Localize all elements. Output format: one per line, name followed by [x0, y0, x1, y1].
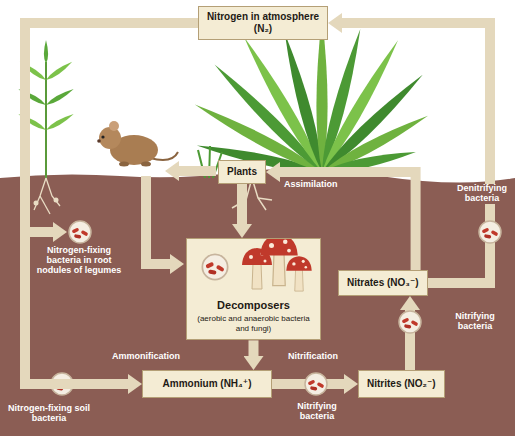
bacteria-icon	[399, 311, 421, 333]
mouse	[97, 121, 178, 167]
cycle-arrow	[237, 184, 247, 225]
process-label: Assimilation	[284, 180, 338, 190]
node-label: Decomposers	[193, 299, 314, 312]
process-label: Ammonification	[112, 352, 180, 362]
cycle-arrow	[25, 23, 198, 384]
cycle-arrow	[249, 340, 259, 357]
fern-plant	[192, 16, 430, 177]
process-label: Denitrifying bacteria	[452, 184, 512, 204]
node-subtext: (aerobic and anaerobic bacteria and fung…	[193, 314, 314, 333]
process-label: Nitrifying bacteria	[290, 402, 344, 422]
feeding-arrow	[178, 166, 216, 176]
waste-arrow	[146, 176, 171, 264]
node-label: Nitrites (NO₂⁻)	[367, 378, 436, 390]
process-box: Ammonium (NH₄⁺)	[142, 370, 272, 398]
bacteria-icon	[479, 221, 501, 243]
process-label: Nitrification	[288, 352, 338, 362]
soil	[0, 169, 515, 436]
mushroom	[286, 256, 312, 291]
decomposer-box: Decomposers (aerobic and anaerobic bacter…	[186, 238, 321, 340]
process-label: Nitrogen-fixing soil bacteria	[3, 404, 95, 424]
process-box: Nitrogen in atmosphere (N₂)	[198, 6, 328, 40]
node-label: Plants	[227, 166, 257, 178]
bacteria-icon	[69, 221, 91, 243]
node-label: Nitrogen in atmosphere (N₂)	[205, 11, 321, 35]
process-label: Nitrogen-fixing bacteria in root nodules…	[34, 246, 124, 276]
node-label: Ammonium (NH₄⁺)	[149, 378, 265, 390]
bacteria-icon	[305, 373, 327, 395]
node-label: Nitrates (NO₃⁻)	[347, 277, 419, 289]
process-box: Plants	[218, 160, 266, 184]
mushroom-illustration	[187, 239, 320, 297]
process-box: Nitrites (NO₂⁻)	[358, 370, 445, 398]
process-box: Nitrates (NO₃⁻)	[338, 270, 428, 296]
process-label: Nitrifying bacteria	[444, 312, 506, 332]
bacteria-icon	[202, 254, 227, 279]
